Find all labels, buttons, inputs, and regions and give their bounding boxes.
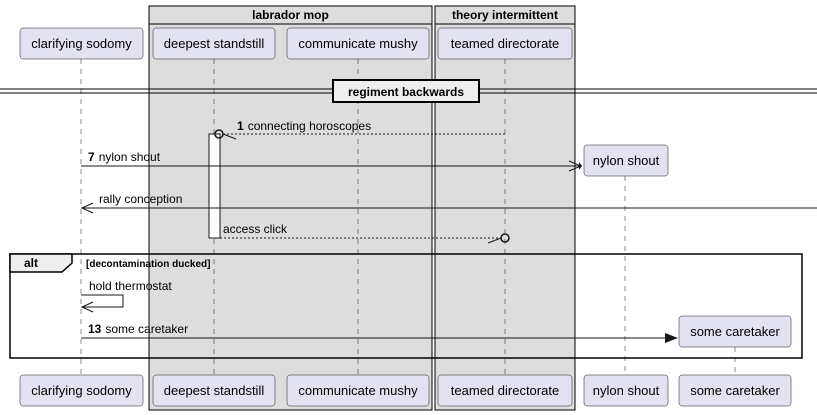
- lifelines: [80, 59, 736, 375]
- group-title: theory intermittent: [452, 8, 558, 22]
- fragment-condition: [decontamination ducked]: [86, 259, 210, 270]
- participant-clarifying-sodomy-bottom: clarifying sodomy: [19, 374, 144, 407]
- participant-teamed-directorate-top: teamed directorate: [437, 27, 573, 60]
- message-label: connecting horoscopes: [248, 119, 371, 133]
- message-label: hold thermostat: [89, 279, 172, 293]
- group-title: labrador mop: [252, 8, 329, 22]
- participant-deepest-standstill-top: deepest standstill: [152, 27, 276, 60]
- divider: regiment backwards: [0, 79, 817, 103]
- participant-clarifying-sodomy-top: clarifying sodomy: [19, 27, 144, 60]
- message-label: access click: [223, 222, 288, 236]
- svg-text:clarifying sodomy: clarifying sodomy: [31, 383, 132, 398]
- message-hold-thermostat: hold thermostat: [80, 279, 172, 313]
- participant-deepest-standstill-bottom: deepest standstill: [152, 374, 276, 407]
- participant-teamed-directorate-bottom: teamed directorate: [437, 374, 573, 407]
- message-access-click: access click: [220, 222, 510, 244]
- fragment-keyword: alt: [24, 256, 38, 270]
- participant-nylon-shout-bottom: nylon shout: [583, 374, 669, 407]
- message-number: 13: [88, 322, 102, 336]
- message-connecting-horoscopes: 1 connecting horoscopes: [214, 119, 505, 140]
- svg-text:deepest standstill: deepest standstill: [164, 36, 265, 51]
- participant-some-caretaker-bottom: some caretaker: [678, 374, 792, 407]
- participant-some-caretaker-created: some caretaker: [678, 315, 792, 348]
- svg-text:nylon shout: nylon shout: [593, 383, 660, 398]
- message-label: rally conception: [99, 192, 182, 206]
- message-number: 7: [88, 150, 95, 164]
- svg-text:clarifying sodomy: clarifying sodomy: [31, 36, 132, 51]
- svg-text:deepest standstill: deepest standstill: [164, 383, 265, 398]
- divider-label: regiment backwards: [348, 85, 464, 99]
- message-nylon-shout: 7 nylon shout: [81, 150, 583, 172]
- svg-text:some caretaker: some caretaker: [690, 383, 780, 398]
- activation-bar: [208, 133, 221, 239]
- svg-text:some caretaker: some caretaker: [690, 324, 780, 339]
- participant-nylon-shout-created: nylon shout: [583, 144, 669, 177]
- svg-text:communicate mushy: communicate mushy: [298, 383, 418, 398]
- participant-communicate-mushy-bottom: communicate mushy: [286, 374, 430, 407]
- message-label: nylon shout: [99, 150, 161, 164]
- participant-communicate-mushy-top: communicate mushy: [286, 27, 430, 60]
- svg-text:teamed directorate: teamed directorate: [451, 36, 559, 51]
- message-label: some caretaker: [105, 322, 188, 336]
- message-rally-conception: rally conception: [80, 192, 817, 214]
- alt-fragment: alt [decontamination ducked]: [9, 253, 803, 359]
- svg-text:communicate mushy: communicate mushy: [298, 36, 418, 51]
- svg-text:teamed directorate: teamed directorate: [451, 383, 559, 398]
- svg-text:nylon shout: nylon shout: [593, 153, 660, 168]
- message-number: 1: [237, 119, 244, 133]
